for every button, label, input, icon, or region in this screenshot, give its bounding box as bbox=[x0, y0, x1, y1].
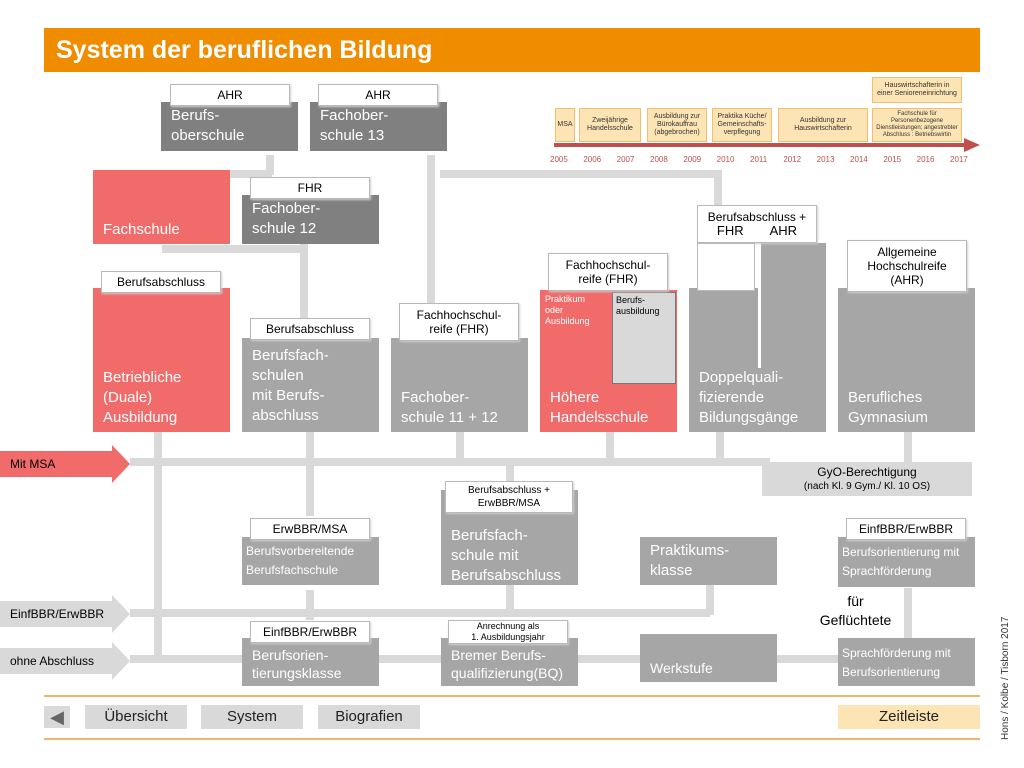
connector-line bbox=[130, 458, 770, 466]
credit-text: Hons / Kolbe / Tisborn 2017 bbox=[1000, 616, 1011, 740]
connector-line bbox=[716, 432, 724, 462]
mit-msa-arrow[interactable]: Mit MSA bbox=[0, 445, 130, 483]
timeline-year: 2011 bbox=[750, 155, 768, 164]
timeline-year: 2014 bbox=[850, 155, 868, 164]
connector-line bbox=[506, 585, 514, 615]
arrow-right-icon bbox=[0, 642, 130, 680]
werkstufe-box[interactable]: Werkstufe bbox=[640, 634, 777, 682]
ahr-tag: AHR bbox=[170, 84, 290, 106]
fhr-tag: FHR bbox=[250, 177, 370, 199]
berufsorientierungsklasse-box[interactable]: Berufsorien-tierungsklasse bbox=[242, 638, 379, 686]
connector-line bbox=[427, 155, 435, 335]
uebersicht-button[interactable]: Übersicht bbox=[85, 705, 187, 729]
zeitleiste-button[interactable]: Zeitleiste bbox=[838, 705, 980, 729]
back-button[interactable]: ◀ bbox=[44, 706, 70, 728]
ohne-abschluss-arrow[interactable]: ohne Abschluss bbox=[0, 642, 130, 680]
biografien-button[interactable]: Biografien bbox=[318, 705, 420, 729]
timeline-year: 2009 bbox=[683, 155, 702, 164]
connector-line bbox=[306, 590, 314, 620]
connector-line bbox=[154, 285, 162, 655]
system-button[interactable]: System bbox=[201, 705, 303, 729]
fachoberschule-13-box[interactable]: Fachober-schule 13 bbox=[310, 102, 447, 151]
nav-divider bbox=[44, 695, 980, 697]
timeline-year: 2010 bbox=[716, 155, 735, 164]
einf-erwbbr-label: EinfBBR/ErwBBR bbox=[10, 607, 105, 621]
fachoberschule-11-12-box[interactable]: Fachober-schule 11 + 12 bbox=[391, 338, 528, 432]
connector-line bbox=[130, 609, 710, 617]
page-title: System der beruflichen Bildung bbox=[44, 28, 980, 72]
connector-line bbox=[306, 466, 314, 516]
timeline-years: 2005 2006 2007 2008 2009 2010 2011 2012 2013 2014… bbox=[550, 155, 968, 167]
timeline-year: 2017 bbox=[950, 155, 968, 164]
timeline-year: 2012 bbox=[783, 155, 802, 164]
timeline-year: 2015 bbox=[883, 155, 902, 164]
berufsabschluss-erwbbr-tag: Berufsabschluss +ErwBBR/MSA bbox=[445, 481, 573, 513]
praktikumsklasse-box[interactable]: Praktikums-klasse bbox=[640, 537, 777, 585]
connector-line bbox=[266, 155, 274, 175]
timeline-axis bbox=[554, 143, 964, 147]
timeline-year: 2008 bbox=[650, 155, 668, 164]
timeline-year: 2005 bbox=[550, 155, 568, 164]
dq-fhr-column bbox=[697, 243, 755, 291]
timeline-entry: MSA bbox=[555, 108, 575, 142]
einf-erwbbr-tag: EinfBBR/ErwBBR bbox=[250, 621, 370, 643]
timeline-year: 2016 bbox=[916, 155, 935, 164]
ohne-abschluss-label: ohne Abschluss bbox=[10, 654, 95, 668]
connector-line bbox=[456, 432, 464, 462]
timeline-year: 2013 bbox=[816, 155, 835, 164]
fachoberschule-12-box[interactable]: Fachober-schule 12 bbox=[242, 195, 379, 244]
timeline-arrow-icon bbox=[964, 138, 980, 152]
bremer-berufsqualifizierung-box[interactable]: Bremer Berufs-qualifizierung(BQ) bbox=[441, 638, 578, 686]
connector-line bbox=[706, 585, 714, 615]
connector-line bbox=[904, 432, 912, 462]
connector-line bbox=[300, 230, 308, 320]
berufsabschluss-tag: Berufsabschluss bbox=[101, 271, 221, 293]
einf-erwbbr-arrow[interactable]: EinfBBR/ErwBBR bbox=[0, 595, 130, 633]
timeline-year: 2006 bbox=[583, 155, 602, 164]
timeline-year: 2007 bbox=[616, 155, 635, 164]
berufsabschluss-tag: Berufsabschluss bbox=[250, 318, 370, 340]
connector-line bbox=[506, 466, 514, 486]
ahr-tag: AHR bbox=[318, 84, 438, 106]
connector-line bbox=[440, 170, 720, 178]
fhr-tag: Fachhochschul-reife (FHR) bbox=[548, 253, 668, 291]
connector-line bbox=[904, 588, 912, 638]
fachschule-box[interactable]: Fachschule bbox=[93, 170, 230, 244]
fhr-tag: Fachhochschul-reife (FHR) bbox=[399, 303, 519, 341]
erwbbr-msa-tag: ErwBBR/MSA bbox=[250, 518, 370, 540]
berufsausbildung-subbox: Berufs-ausbildung bbox=[612, 292, 676, 384]
arrow-right-icon bbox=[0, 595, 130, 633]
connector-line bbox=[162, 245, 308, 253]
timeline-entry: Praktika Küche/Gemeinschafts-verpflegung bbox=[712, 108, 772, 142]
connector-line bbox=[306, 432, 314, 462]
connector-line bbox=[606, 432, 614, 462]
gyo-berechtigung-box[interactable]: GyO-Berechtigung (nach Kl. 9 Gym./ Kl. 1… bbox=[762, 462, 972, 496]
mit-msa-label: Mit MSA bbox=[10, 457, 56, 471]
dq-ahr-column bbox=[758, 243, 826, 368]
arrow-right-icon bbox=[0, 445, 130, 483]
berufsoberschule-box[interactable]: Berufs-oberschule bbox=[161, 102, 298, 151]
duale-ausbildung-box[interactable]: Betriebliche(Duale)Ausbildung bbox=[93, 288, 230, 432]
nav-divider bbox=[44, 738, 980, 740]
einf-erwbbr-tag: EinfBBR/ErwBBR bbox=[846, 518, 966, 540]
